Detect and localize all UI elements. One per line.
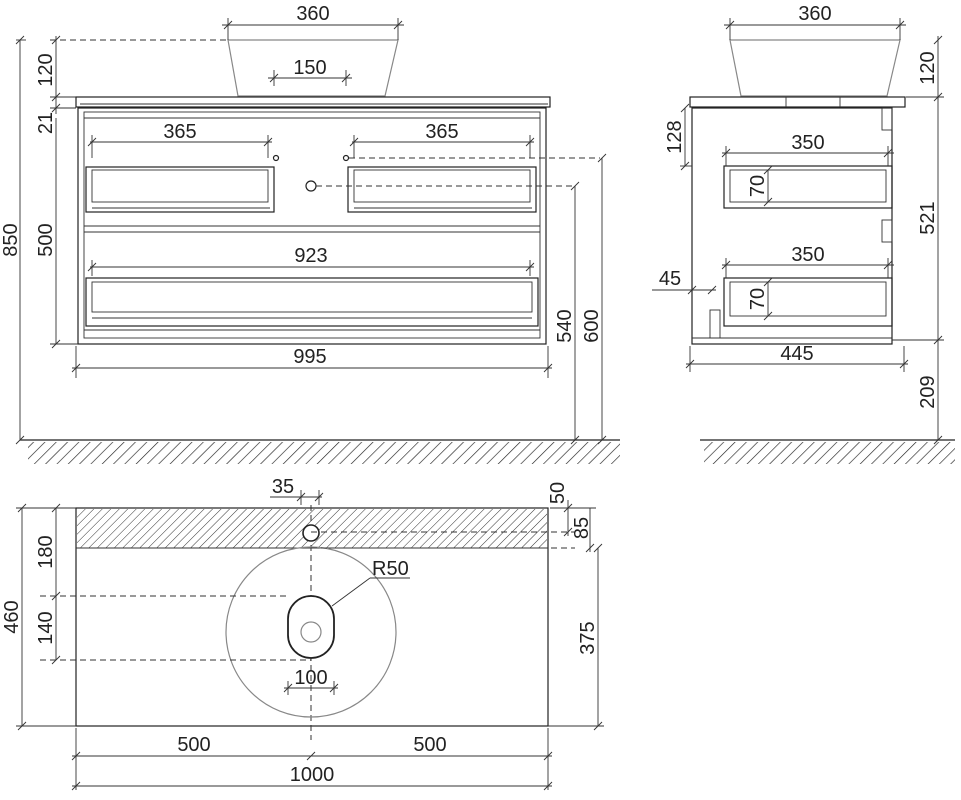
dim-top-hatch-depth-right-text: 85: [571, 517, 593, 539]
dim-top-half-width-right-text: 500: [413, 734, 446, 756]
dim-top-hatch-depth-left: 180: [35, 503, 61, 601]
dim-top-hatch-depth-left-text: 180: [35, 535, 57, 568]
dim-front-top-thickness-text: 21: [35, 112, 57, 134]
dim-top-drain-width: 100: [283, 667, 339, 695]
dim-top-sink-center-depth: 375: [548, 543, 604, 731]
dim-side-body-height-text: 521: [917, 201, 939, 234]
dim-top-total-width: 1000: [71, 764, 553, 791]
dim-side-drawer-lower-height-text: 70: [747, 288, 769, 310]
front-cabinet-body: [77, 107, 547, 345]
front-vessel-sink: [227, 39, 399, 97]
front-drawer-lower: [85, 277, 539, 327]
dim-front-drawer-lower: 923: [87, 245, 535, 276]
dim-front-cabinet-width-text: 995: [293, 346, 326, 368]
dim-top-drain-offset-text: 140: [35, 611, 57, 644]
dim-front-body-height: 500: [35, 118, 78, 349]
dim-top-total-width-text: 1000: [290, 764, 335, 786]
dim-front-drawer-upper-right: 365: [349, 121, 535, 158]
dim-side-drawer-upper-height-text: 70: [747, 175, 769, 197]
top-vessel-outline: [225, 546, 397, 718]
side-drawer-upper: [723, 165, 893, 209]
dim-front-body-height-text: 500: [35, 223, 57, 256]
dim-top-sink-center-depth-text: 375: [577, 621, 599, 654]
front-drain-pipe: [305, 180, 317, 192]
dim-side-body-height: 521: [892, 97, 944, 345]
dim-side-drawer-upper-depth: 350: [721, 132, 894, 166]
dim-front-top-thickness: 21: [35, 103, 76, 134]
dim-side-upper-offset: 128: [664, 103, 692, 171]
dim-side-sink-width-text: 360: [798, 3, 831, 25]
dim-side-drawer-lower-depth: 350: [721, 244, 894, 278]
dim-front-sink-height-text: 120: [35, 53, 57, 86]
dim-side-upper-offset-text: 128: [664, 120, 686, 153]
dim-side-cabinet-depth: 445: [685, 343, 909, 372]
dim-top-total-depth-text: 460: [1, 600, 23, 633]
dim-front-sink-width: 360: [222, 3, 404, 40]
dim-front-drawer-upper-left-text: 365: [163, 121, 196, 143]
front-view: 360 150 365 365: [0, 3, 620, 464]
dim-front-overall-height: 850: [0, 35, 26, 445]
dim-front-drain-spacing-text: 150: [293, 57, 326, 79]
dim-front-pipe-600-text: 600: [581, 309, 603, 342]
dim-top-drain-width-text: 100: [294, 667, 327, 689]
top-drain-slot: [287, 595, 335, 659]
dim-side-back-gap-text: 45: [659, 268, 681, 290]
dim-top-hole-offset-text: 35: [272, 476, 294, 498]
dim-top-hole-offset: 35: [270, 476, 324, 505]
dim-side-drawer-lower-depth-text: 350: [791, 244, 824, 266]
front-drawer-upper-right: [347, 166, 537, 213]
dim-front-pipe-540-text: 540: [554, 309, 576, 342]
side-drawer-lower: [723, 277, 893, 327]
top-countertop-outline: [75, 507, 549, 727]
dim-side-drawer-upper-height: 70: [747, 165, 773, 207]
dim-top-hatch-depth-right: 85: [550, 507, 596, 553]
dim-front-pipe-540: 540: [554, 181, 580, 445]
dim-front-drawer-upper-left: 365: [87, 121, 273, 158]
top-tap-hole: [302, 524, 320, 542]
dim-top-half-width-left-text: 500: [177, 734, 210, 756]
dim-front-pipe-600: 600: [581, 153, 607, 445]
dim-top-half-widths: 500 500: [71, 728, 553, 790]
dim-side-sink-height-text: 120: [917, 51, 939, 84]
front-water-inlet-right: [342, 154, 350, 162]
side-view: 360 350 70 350: [652, 3, 955, 464]
dim-front-drawer-upper-right-text: 365: [425, 121, 458, 143]
front-drawer-upper-left: [85, 166, 275, 213]
dim-front-overall-height-text: 850: [0, 223, 22, 256]
dim-side-back-gap: 45: [652, 268, 717, 295]
dim-top-total-depth: 460: [1, 503, 76, 731]
dim-side-sink-height: 120: [906, 35, 944, 102]
dim-front-sink-height: 120: [35, 35, 76, 114]
top-view: R50 100 35 460: [1, 476, 604, 791]
dim-top-drain-offset: 140: [35, 596, 61, 665]
dim-side-cabinet-depth-text: 445: [780, 343, 813, 365]
dim-top-hole-from-back-text: 50: [547, 482, 569, 504]
side-countertop: [689, 96, 906, 108]
front-countertop: [75, 96, 551, 108]
dim-side-drawer-lower-height: 70: [747, 277, 773, 321]
dim-front-cabinet-width: 995: [71, 346, 553, 378]
dim-front-sink-width-text: 360: [296, 3, 329, 25]
dim-side-floor-clearance-text: 209: [917, 375, 939, 408]
dim-front-drawer-lower-text: 923: [294, 245, 327, 267]
front-water-inlet-left: [272, 154, 280, 162]
dim-side-floor-clearance: 209: [917, 340, 943, 445]
top-radius-label: R50: [372, 558, 409, 580]
side-floor: [700, 439, 955, 464]
dim-front-drain-spacing: 150: [268, 57, 352, 86]
dim-top-hole-from-back: 50: [547, 482, 574, 537]
dim-side-drawer-upper-depth-text: 350: [791, 132, 824, 154]
side-vessel-sink: [729, 39, 901, 97]
front-floor: [20, 439, 620, 464]
dim-side-sink-width: 360: [724, 3, 906, 40]
